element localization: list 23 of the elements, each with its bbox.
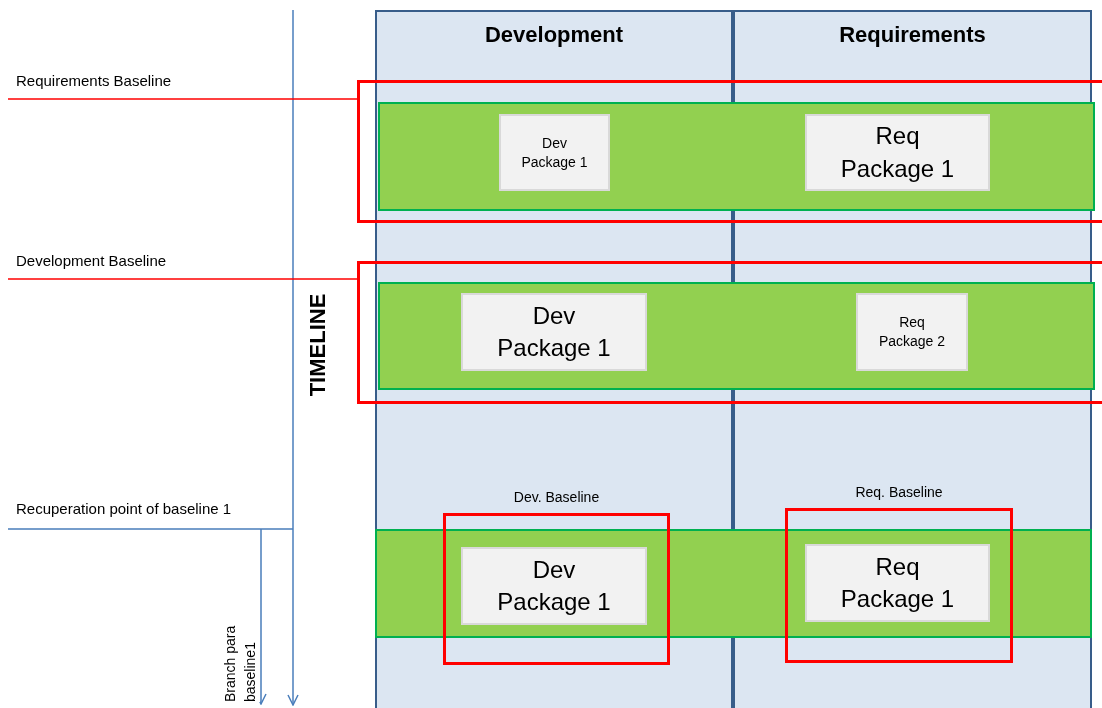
package-label: Dev Package 1	[496, 554, 612, 617]
baseline-label: Requirements Baseline	[8, 70, 208, 99]
frame-heading: Req. Baseline	[855, 484, 943, 500]
leader-line	[7, 98, 358, 100]
baseline-label: Recuperation point of baseline 1	[8, 498, 292, 529]
package-box	[805, 114, 990, 191]
package-label: Req Package 1	[839, 551, 956, 614]
package-box	[499, 114, 610, 191]
package-label: Req Package 1	[839, 121, 956, 184]
branch-arrow	[7, 528, 294, 705]
package-label: Dev Package 1	[496, 300, 612, 363]
leader-line	[7, 278, 358, 280]
column-heading: Requirements	[839, 22, 986, 48]
package-box	[805, 544, 990, 622]
package-label: Dev Package 1	[520, 133, 589, 172]
package-label: Req Package 2	[877, 313, 947, 351]
package-box	[856, 293, 968, 371]
column-heading: Development	[484, 22, 624, 48]
frame-heading: Dev. Baseline	[513, 489, 600, 505]
baseline-label: Development Baseline	[8, 250, 208, 279]
package-box	[461, 293, 647, 371]
package-box	[461, 547, 647, 625]
timeline-label: TIMELINE	[305, 293, 331, 397]
